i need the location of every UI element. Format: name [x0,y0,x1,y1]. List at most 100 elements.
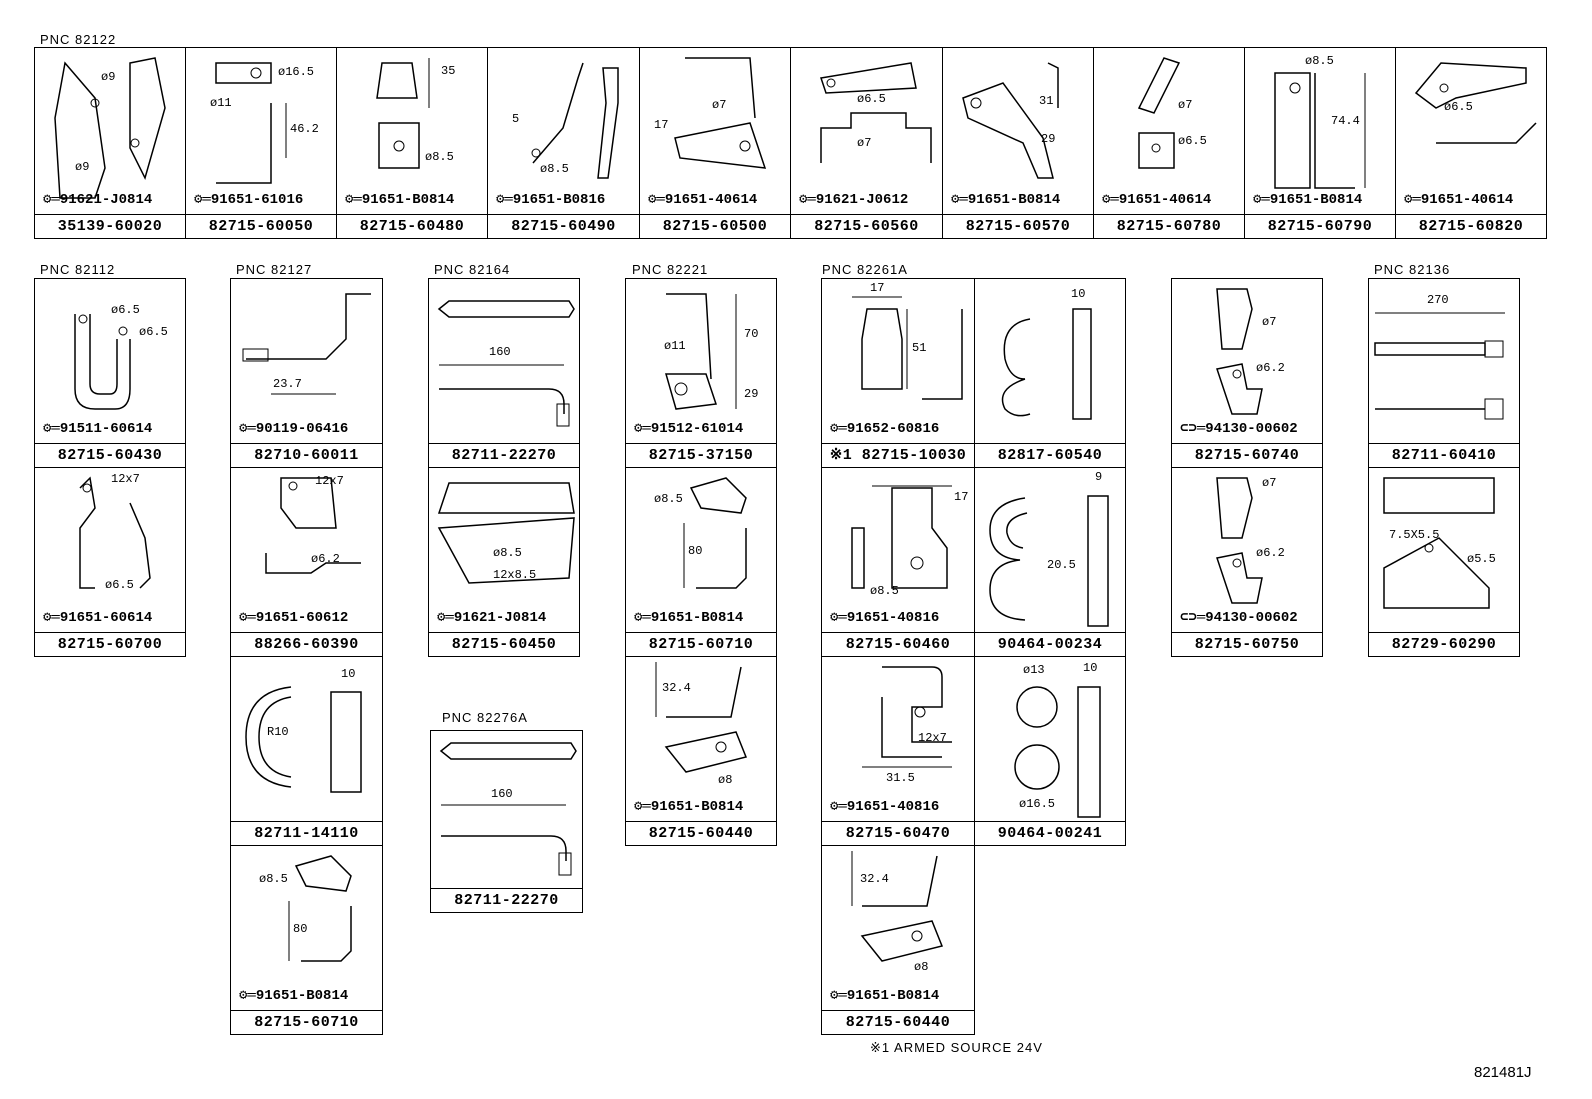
part-number: 82715-60560 [791,214,942,238]
part-cell-82715-60440-b[interactable]: 32.4 ø8 ⚙═91651-B0814 82715-60440 [821,845,975,1035]
part-number: 82715-60440 [822,1010,974,1034]
dim-label: 10 [1083,661,1098,675]
bolt-part-number: 91621-J0814 [453,610,547,626]
bolt-icon: ⊂⊃═ [1180,421,1206,437]
bolt-part-number: 91652-60816 [846,421,940,437]
part-cell-82715-10030[interactable]: 17 51 ⚙═91652-60816 ※1 82715-10030 [821,278,975,468]
diagram-code: 821481J [1474,1064,1532,1081]
part-cell-82715-60490[interactable]: 5 ø8.5 ⚙═91651-B0816 82715-60490 [487,47,640,239]
bolt-icon: ⚙═ [830,799,847,815]
part-cell-82711-60410[interactable]: 270 82711-60410 [1368,278,1520,468]
bracket-drawing [1216,288,1263,415]
dim-label: 10 [1071,287,1086,301]
bolt-icon: ⚙═ [1102,192,1119,208]
bolt-icon: ⚙═ [634,799,651,815]
part-cell-82711-22270-b[interactable]: 160 82711-22270 [430,730,583,913]
dim-label: 31.5 [886,771,915,785]
dim-label: ø6.5 [139,325,168,339]
part-cell-82715-60790[interactable]: ø8.5 74.4 ⚙═91651-B0814 82715-60790 [1244,47,1396,239]
part-cell-82715-60430[interactable]: ø6.5 ø6.5 ⚙═91511-60614 82715-60430 [34,278,186,468]
part-cell-82715-60440[interactable]: 32.4 ø8 ⚙═91651-B0814 82715-60440 [625,656,777,846]
part-cell-82715-60820[interactable]: ø6.5 ⚙═91651-40614 82715-60820 [1395,47,1547,239]
dim-label: ø7 [1262,315,1277,329]
bracket-drawing [1014,686,1101,818]
bracket-drawing [74,314,131,410]
bolt-number: ⚙═91512-61014 [634,420,743,437]
bolt-number: ⚙═91651-40614 [1404,191,1513,208]
dim-label: ø6.2 [1256,546,1285,560]
bracket-drawing [1414,62,1537,144]
part-cell-82715-60480[interactable]: 35 ø8.5 ⚙═91651-B0814 82715-60480 [336,47,488,239]
part-number: 82715-60430 [35,443,185,467]
part-cell-82715-60450[interactable]: ø8.5 12x8.5 ⚙═91621-J0814 82715-60450 [428,467,580,657]
part-cell-82715-60500[interactable]: 17 ø7 ⚙═91651-40614 82715-60500 [639,47,791,239]
part-cell-82715-60570[interactable]: 31 29 ⚙═91651-B0814 82715-60570 [942,47,1094,239]
part-cell-82715-60780[interactable]: ø7 ø6.5 ⚙═91651-40614 82715-60780 [1093,47,1245,239]
part-cell-90464-00241[interactable]: ø13 10 ø16.5 90464-00241 [974,656,1126,846]
bolt-part-number: 91651-B0814 [967,192,1061,208]
bolt-number: ⚙═91651-B0814 [634,798,743,815]
bracket-drawing [683,477,747,589]
part-cell-82715-60750[interactable]: ø7 ø6.2 ⊂⊃═94130-00602 82715-60750 [1171,467,1323,657]
bolt-part-number: 91651-B0816 [512,192,606,208]
bracket-drawing [989,495,1109,627]
dim-label: 46.2 [290,122,319,136]
bracket-drawing [265,477,361,574]
dim-label: 5 [512,112,520,126]
bolt-part-number: 94130-00602 [1205,610,1298,626]
bracket-drawing [437,482,575,584]
bolt-icon: ⚙═ [437,610,454,626]
bolt-number: ⚙═91651-B0814 [239,987,348,1004]
bolt-number: ⚙═91511-60614 [43,420,152,437]
part-cell-82715-60460[interactable]: 17 ø8.5 ⚙═91651-40816 82715-60460 [821,467,975,657]
part-cell-82729-60290[interactable]: 7.5X5.5 ø5.5 82729-60290 [1368,467,1520,657]
part-number: 82711-22270 [429,443,579,467]
part-cell-82715-37150[interactable]: 70 ø11 29 ⚙═91512-61014 82715-37150 [625,278,777,468]
dim-label: 7.5X5.5 [1389,528,1440,542]
bolt-number: ⚙═91651-60614 [43,609,152,626]
part-cell-82711-14110[interactable]: R10 10 82711-14110 [230,656,383,846]
part-cell-82711-22270[interactable]: 160 82711-22270 [428,278,580,468]
dim-label: 17 [954,490,969,504]
part-cell-82715-60740[interactable]: ø7 ø6.2 ⊂⊃═94130-00602 82715-60740 [1171,278,1323,468]
bolt-number: ⊂⊃═94130-00602 [1180,609,1298,626]
dim-label: 12x7 [918,731,947,745]
part-cell-82715-60700[interactable]: 12x7 ø6.5 ⚙═91651-60614 82715-60700 [34,467,186,657]
part-number: 82710-60011 [231,443,382,467]
bolt-part-number: 91651-40614 [1118,192,1212,208]
bracket-drawing [1383,477,1495,609]
part-number: 82715-60710 [231,1010,382,1034]
bolt-number: ⚙═91651-B0814 [830,987,939,1004]
dim-label: ø8.5 [259,872,288,886]
bolt-icon: ⚙═ [951,192,968,208]
part-number: 82715-60500 [640,214,790,238]
part-cell-82715-60470[interactable]: 12x7 31.5 ⚙═91651-40816 82715-60470 [821,656,975,846]
part-cell-82715-60560[interactable]: ø6.5 ø7 ⚙═91621-J0612 82715-60560 [790,47,943,239]
dim-label: 270 [1427,293,1449,307]
bolt-number: ⚙═91651-B0816 [496,191,605,208]
part-number: 82715-37150 [626,443,776,467]
part-cell-82715-60710[interactable]: ø8.5 80 ⚙═91651-B0814 82715-60710 [230,845,383,1035]
part-cell-88266-60390[interactable]: 12x7 ø6.2 ⚙═91651-60612 88266-60390 [230,467,383,657]
bolt-icon: ⚙═ [496,192,513,208]
dim-label: 32.4 [860,872,889,886]
part-cell-90464-00234[interactable]: 9 20.5 90464-00234 [974,467,1126,657]
bracket-drawing [1274,72,1366,189]
dim-label: ø8.5 [654,492,683,506]
dim-label: ø11 [210,96,232,110]
part-number: 82715-60050 [186,214,336,238]
pnc-label-82127: PNC 82127 [236,262,313,277]
part-cell-35139-60020[interactable]: ø9 ø9 ⚙═91621-J0814 35139-60020 [34,47,186,239]
bracket-drawing [1374,312,1505,420]
part-number: 82715-60790 [1245,214,1395,238]
dim-label: ø6.5 [111,303,140,317]
part-number: 82715-60480 [337,214,487,238]
part-cell-82817-60540[interactable]: 10 82817-60540 [974,278,1126,468]
bracket-drawing [242,293,371,395]
part-cell-82715-60050[interactable]: ø16.5 ø11 46.2 ⚙═91651-61016 82715-60050 [185,47,337,239]
part-cell-82715-60710-b[interactable]: ø8.5 80 ⚙═91651-B0814 82715-60710 [625,467,777,657]
bolt-icon: ⚙═ [43,610,60,626]
bracket-drawing [439,742,577,876]
part-cell-82710-60011[interactable]: 23.7 ⚙═90119-06416 82710-60011 [230,278,383,468]
bolt-part-number: 91651-B0814 [846,988,940,1004]
